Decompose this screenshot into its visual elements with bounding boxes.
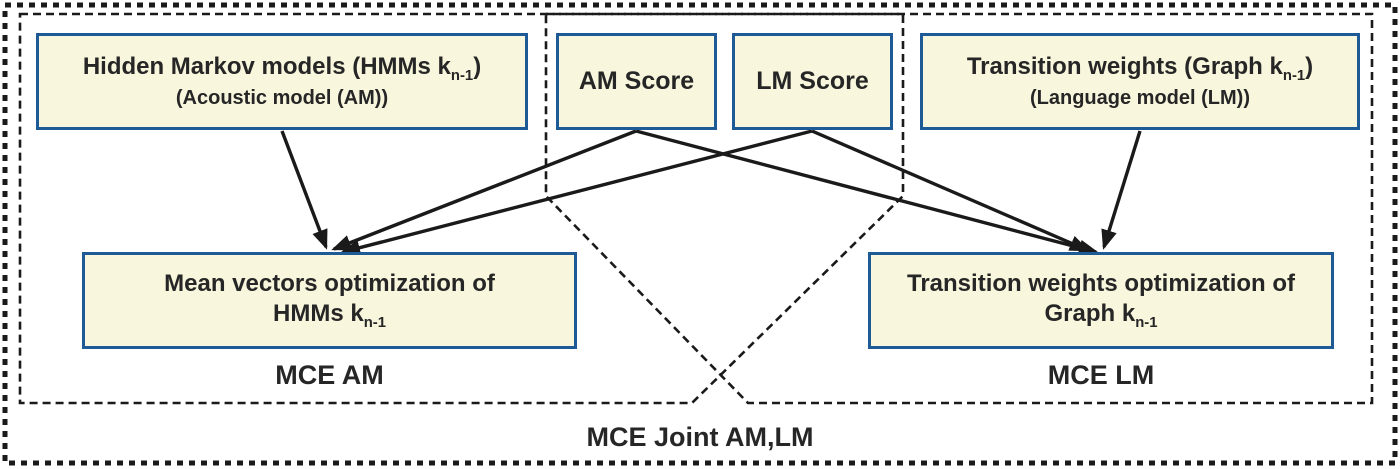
lm-score-label: LM Score	[756, 66, 869, 95]
transition-weights-optimization-box: Transition weights optimization of Graph…	[868, 252, 1334, 349]
transition-weights-optimization-line2: Graph kn-1	[1044, 299, 1158, 331]
hmm-model-title: Hidden Markov models (HMMs kn-1)	[82, 53, 482, 85]
transition-weights-subtitle: (Language model (LM))	[1030, 86, 1250, 109]
transition-weights-title: Transition weights (Graph kn-1)	[966, 53, 1314, 85]
arrow-lm-score-to-tw-opt	[811, 129, 1090, 252]
arrow-tw-to-tw-opt	[1101, 130, 1142, 250]
mean-vectors-optimization-line2: HMMs kn-1	[273, 299, 386, 331]
mean-vectors-optimization-box: Mean vectors optimization of HMMs kn-1	[82, 252, 577, 349]
arrow-am-score-to-tw-opt	[635, 129, 1099, 256]
am-score-label: AM Score	[578, 66, 695, 95]
arrow-lm-score-to-mean-opt	[340, 129, 813, 256]
am-score-box: AM Score	[556, 33, 717, 130]
transition-weights-box: Transition weights (Graph kn-1) (Languag…	[920, 33, 1360, 130]
arrow-hmm-to-mean-opt	[280, 130, 328, 250]
transition-weights-optimization-line1: Transition weights optimization of	[907, 269, 1295, 297]
arrow-am-score-to-mean-opt	[331, 129, 637, 251]
hmm-model-subtitle: (Acoustic model (AM))	[175, 86, 389, 109]
mce-lm-group-label: MCE LM	[1047, 360, 1155, 390]
mean-vectors-optimization-line1: Mean vectors optimization of	[164, 269, 495, 297]
hmm-model-box: Hidden Markov models (HMMs kn-1) (Acoust…	[36, 33, 528, 130]
lm-score-box: LM Score	[732, 33, 893, 130]
mce-am-group-label: MCE AM	[275, 360, 384, 390]
mce-joint-group-label: MCE Joint AM,LM	[586, 422, 814, 452]
